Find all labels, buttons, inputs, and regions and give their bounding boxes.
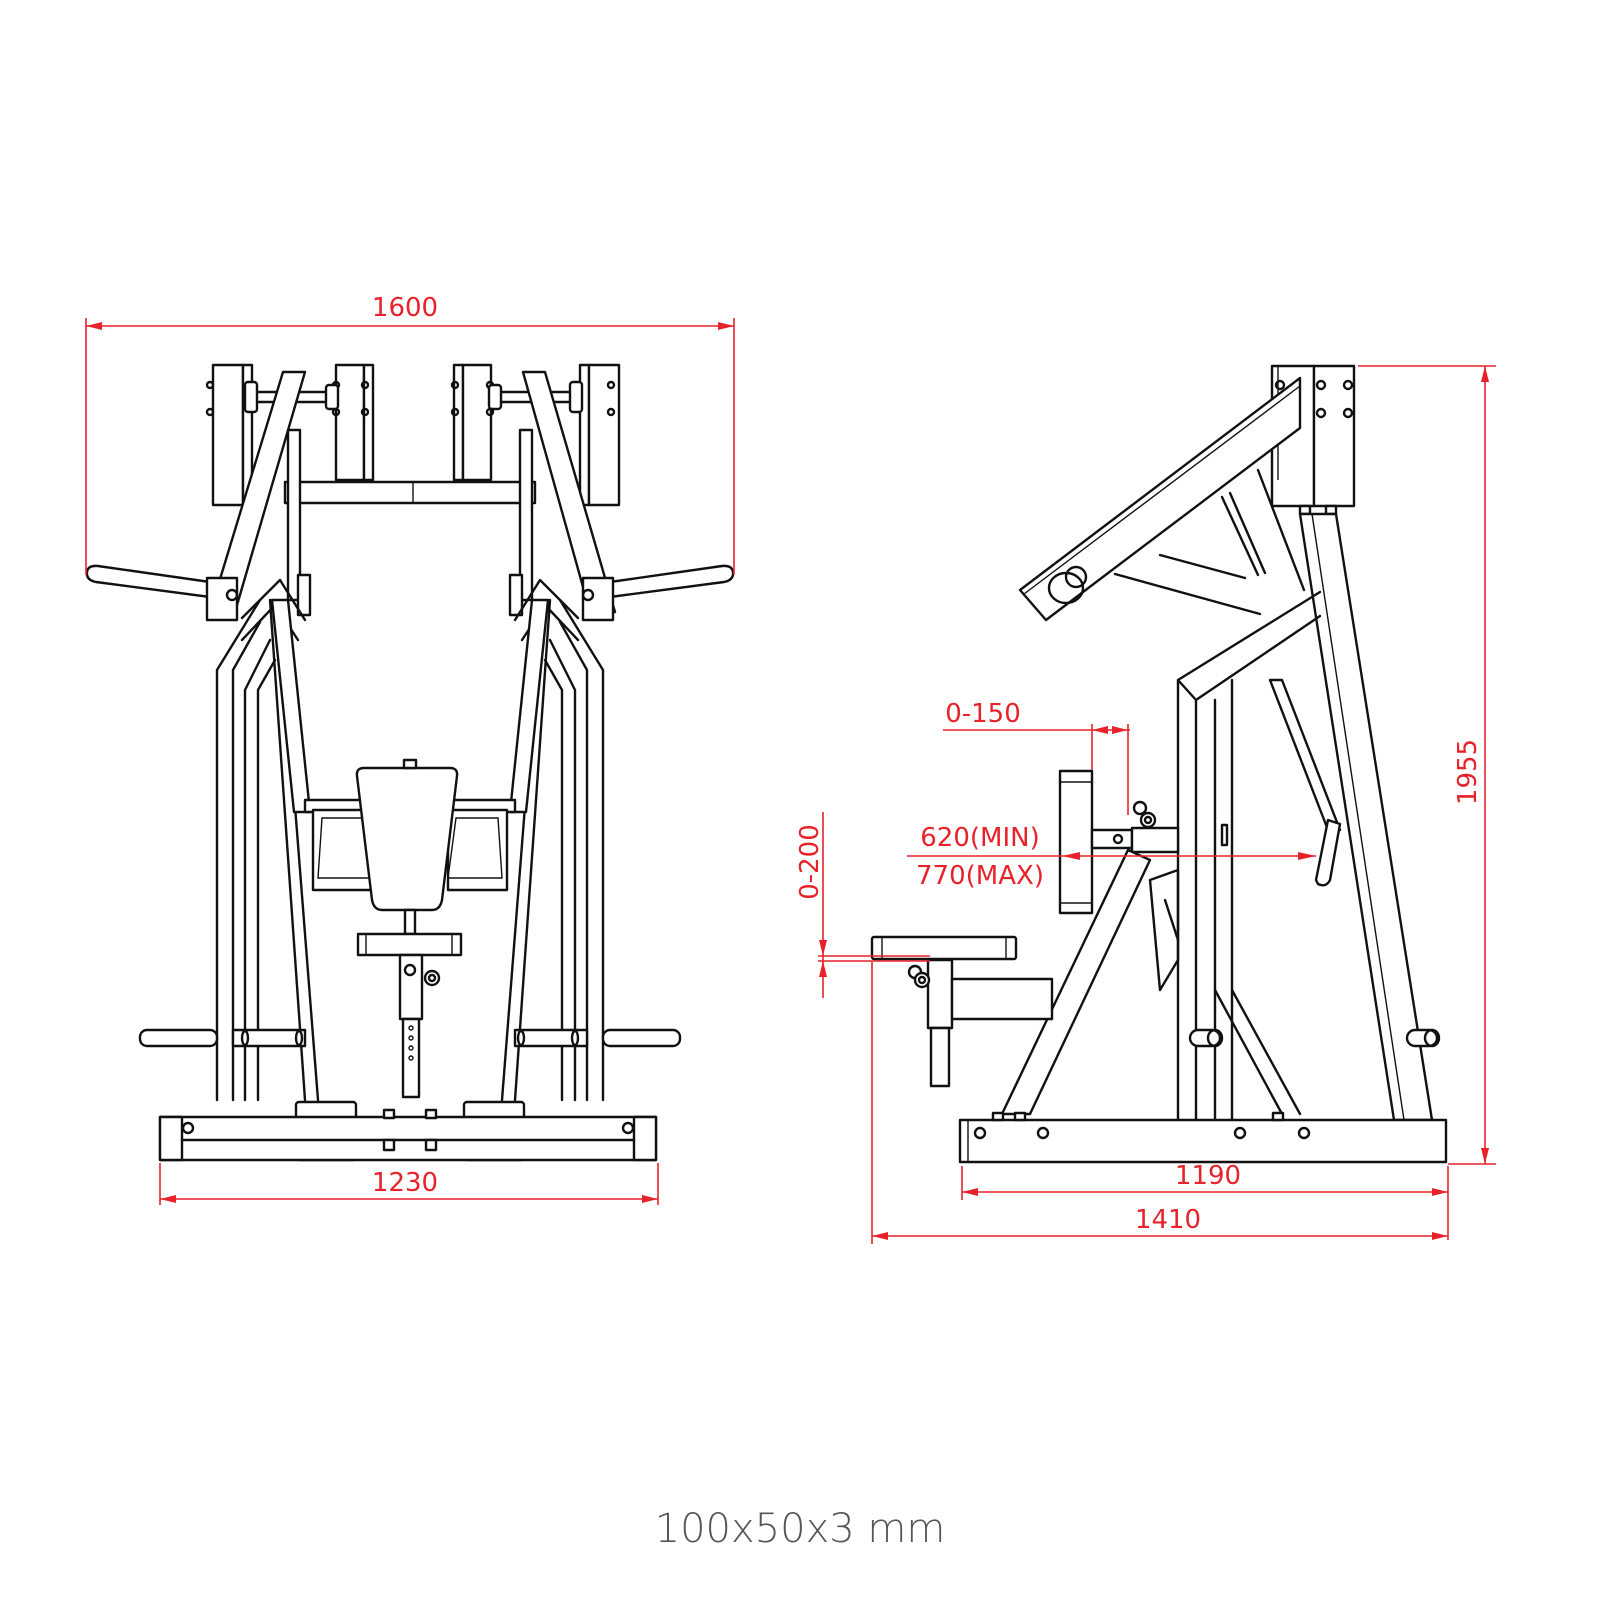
right-weight-horn xyxy=(601,1028,682,1048)
top-pivot-blocks xyxy=(205,363,621,507)
right-lever-arm xyxy=(521,370,617,614)
dim-overall-length: 1410 xyxy=(871,962,1448,1244)
dim-backpad-adjust: 0-150 xyxy=(943,699,1130,815)
front-base xyxy=(158,1108,658,1162)
dim-label-1955: 1955 xyxy=(1453,739,1483,805)
dim-label-1230: 1230 xyxy=(372,1168,438,1198)
dim-label-620-min: 620(MIN) xyxy=(920,823,1039,853)
side-view: 1955 1190 1410 0-200 xyxy=(795,364,1496,1244)
front-seat xyxy=(356,932,463,957)
left-weight-horn xyxy=(138,1028,219,1048)
dim-base-width: 1230 xyxy=(159,1163,659,1205)
main-upright xyxy=(1298,512,1434,1122)
dim-label-0-150: 0-150 xyxy=(945,699,1021,729)
dim-base-length: 1190 xyxy=(961,1161,1449,1240)
front-view: ᐯᐯᐯ ᐯᐯᐯ ᐯᐯᐯ ᐯᐯᐯ 1600 xyxy=(85,293,735,1205)
dim-height: 1955 xyxy=(1358,365,1496,1165)
dim-label-0-200: 0-200 xyxy=(795,824,825,900)
side-lever-arm xyxy=(1018,376,1302,622)
top-crossbeam xyxy=(283,480,537,505)
right-handle xyxy=(581,564,735,622)
chest-pad-center xyxy=(355,766,459,912)
dim-seat-adjust: 0-200 xyxy=(795,812,930,998)
tube-spec-caption: 100x50x3 mm xyxy=(654,1506,946,1552)
dim-label-1600: 1600 xyxy=(372,293,438,323)
dim-overall-width: 1600 xyxy=(85,293,735,575)
left-handle xyxy=(85,564,239,622)
dim-label-770-max: 770(MAX) xyxy=(916,861,1044,891)
dim-reach: 620(MIN) 770(MAX) xyxy=(907,823,1316,891)
side-back-pad xyxy=(1058,769,1094,915)
side-base xyxy=(958,1111,1448,1164)
dim-label-1410: 1410 xyxy=(1135,1205,1201,1235)
dim-label-1190: 1190 xyxy=(1175,1161,1241,1191)
